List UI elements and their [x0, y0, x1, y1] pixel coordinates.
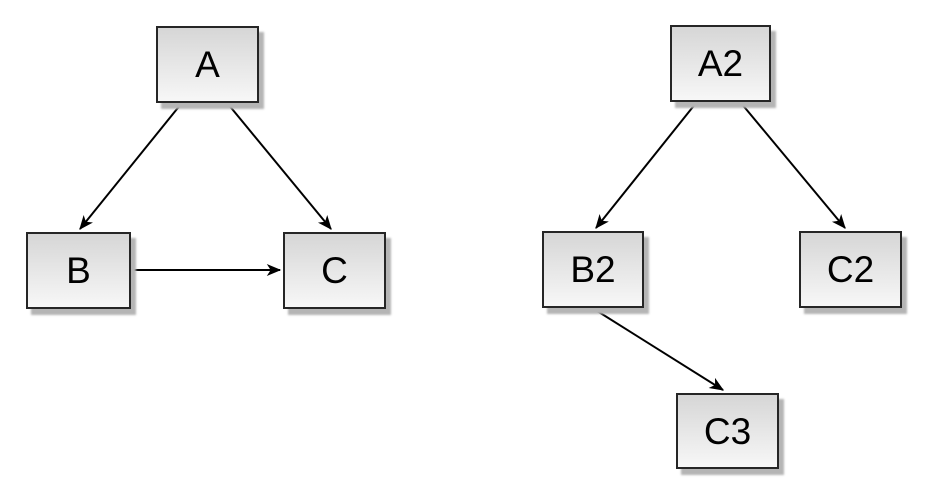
- node-label-B2: B2: [570, 249, 616, 290]
- edge-A-C[interactable]: [227, 103, 332, 230]
- node-label-A: A: [195, 44, 220, 85]
- node-B2[interactable]: B2: [542, 231, 644, 308]
- edge-A2-B2[interactable]: [595, 102, 697, 229]
- node-C3[interactable]: C3: [676, 393, 779, 469]
- edge-A-B[interactable]: [79, 103, 182, 230]
- node-C[interactable]: C: [283, 232, 386, 309]
- node-label-B: B: [66, 250, 91, 291]
- node-label-C: C: [321, 250, 348, 291]
- node-A[interactable]: A: [156, 26, 259, 103]
- edge-B2-C3[interactable]: [593, 308, 725, 391]
- node-B[interactable]: B: [26, 232, 131, 309]
- node-label-A2: A2: [697, 43, 744, 84]
- node-C2[interactable]: C2: [799, 231, 902, 308]
- edge-A2-C2[interactable]: [740, 102, 846, 229]
- node-label-C3: C3: [703, 410, 752, 452]
- node-label-C2: C2: [826, 249, 875, 290]
- node-A2[interactable]: A2: [670, 25, 771, 102]
